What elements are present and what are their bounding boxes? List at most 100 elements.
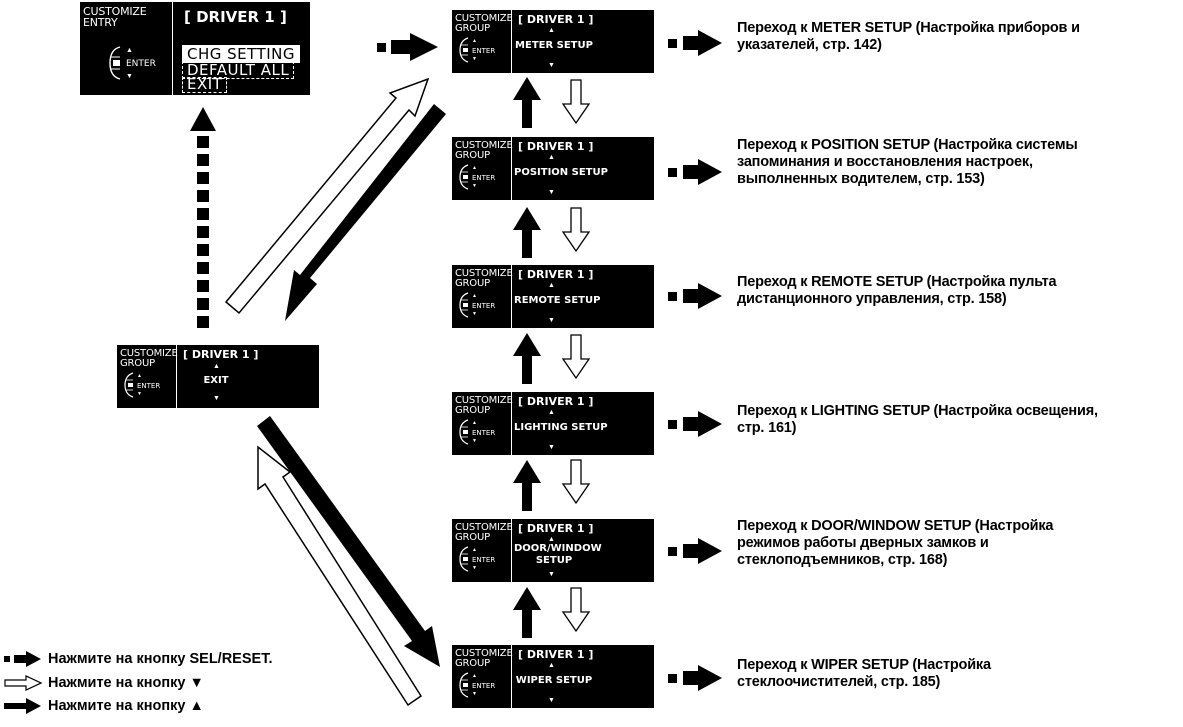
description-line: стр. 161) [737, 420, 797, 436]
steering-switch-icon [459, 37, 471, 63]
customize-group-screen: CUSTOMIZE GROUP ▲ ENTER ▼ [ DRIVER 1 ] ▲… [452, 392, 654, 455]
dashed-arrow-entry-to-meter [377, 33, 438, 61]
menu-item-label: POSITION SETUP [514, 167, 608, 178]
option-chg-setting: CHG SETTING [182, 45, 300, 63]
customize-group-screen: CUSTOMIZE GROUP ▲ ENTER ▼ [ DRIVER 1 ] ▲… [452, 519, 654, 582]
steering-switch-icon [459, 164, 471, 190]
description-line: стеклоочистителей, стр. 185) [737, 674, 941, 690]
description-line: Переход к REMOTE SETUP (Настройка пульта [737, 274, 1057, 290]
screen-category: CUSTOMIZE GROUP [455, 268, 513, 289]
steering-switch-icon [459, 292, 471, 318]
legend-label: Нажмите на кнопку SEL/RESET. [48, 651, 273, 667]
customize-group-screen: CUSTOMIZE GROUP ▲ ENTER ▼ [ DRIVER 1 ] ▲… [452, 10, 654, 73]
screen-left-panel [452, 645, 512, 708]
up-triangle-icon: ▲ [548, 536, 555, 543]
enter-label: ENTER [472, 174, 496, 182]
outline-down-arrow [561, 79, 591, 125]
up-triangle-icon: ▲ [213, 363, 220, 370]
customize-group-screen: CUSTOMIZE GROUP ▲ ENTER ▼ [ DRIVER 1 ] ▲… [452, 137, 654, 200]
group-description: Переход к REMOTE SETUP (Настройка пульта… [737, 274, 1177, 308]
screen-category: CUSTOMIZE GROUP [455, 395, 513, 416]
down-triangle-icon: ▼ [213, 395, 220, 402]
dashed-arrow-exit-to-entry [190, 107, 216, 328]
outline-down-arrow [561, 334, 591, 380]
steering-switch-icon [459, 546, 471, 572]
screen-header: [ DRIVER 1 ] [518, 648, 594, 661]
enter-label: ENTER [472, 556, 496, 564]
up-triangle-icon: ▲ [548, 27, 555, 34]
screen-left-panel [452, 519, 512, 582]
steering-switch-icon [124, 372, 136, 398]
enter-label: ENTER [472, 429, 496, 437]
down-triangle-icon: ▼ [548, 317, 555, 324]
screen-left-panel [452, 137, 512, 200]
description-line: дистанционного управления, стр. 158) [737, 291, 1007, 307]
down-triangle-icon: ▼ [137, 391, 142, 397]
screen-header: [ DRIVER 1 ] [518, 140, 594, 153]
screen-header: [ DRIVER 1 ] [518, 268, 594, 281]
screen-category: CUSTOMIZE GROUP [120, 348, 178, 369]
screen-left-panel [452, 392, 512, 455]
solid-arrow-meter-to-exit [285, 104, 446, 321]
description-line: запоминания и восстановления настроек, [737, 154, 1033, 170]
down-triangle-icon: ▼ [472, 56, 477, 62]
screen-header: [ DRIVER 1 ] [518, 13, 594, 26]
screen-category: CUSTOMIZE GROUP [455, 140, 513, 161]
down-triangle-icon: ▼ [548, 444, 555, 451]
down-triangle-icon: ▼ [472, 311, 477, 317]
solid-arrow-exit-to-wiper [257, 416, 440, 667]
legend-label: Нажмите на кнопку ▼ [48, 675, 204, 691]
outline-arrow-icon [4, 675, 42, 691]
menu-item-label: METER SETUP [515, 40, 593, 51]
description-line: Переход к DOOR/WINDOW SETUP (Настройка [737, 518, 1054, 534]
outline-arrow-wiper-to-exit [257, 445, 423, 707]
description-line: Переход к METER SETUP (Настройка приборо… [737, 20, 1080, 36]
description-line: Переход к POSITION SETUP (Настройка сист… [737, 137, 1078, 153]
down-triangle-icon: ▼ [126, 73, 133, 80]
up-triangle-icon: ▲ [472, 293, 477, 299]
group-description: Переход к LIGHTING SETUP (Настройка осве… [737, 403, 1177, 437]
up-triangle-icon: ▲ [472, 673, 477, 679]
group-description: Переход к POSITION SETUP (Настройка сист… [737, 137, 1177, 188]
description-line: стеклоподъемников, стр. 168) [737, 552, 948, 568]
outline-down-arrow [561, 587, 591, 633]
enter-label: ENTER [472, 47, 496, 55]
menu-item-label: DOOR/WINDOW SETUP [514, 543, 602, 566]
screen-category: CUSTOMIZE ENTRY [83, 5, 147, 29]
vertical-arrows [513, 77, 591, 638]
down-triangle-icon: ▼ [472, 183, 477, 189]
steering-switch-icon [108, 46, 124, 80]
menu-item-label: LIGHTING SETUP [514, 422, 608, 433]
screen-header: [ DRIVER 1 ] [518, 395, 594, 408]
up-triangle-icon: ▲ [548, 662, 555, 669]
down-triangle-icon: ▼ [548, 189, 555, 196]
dashed-arrow-icon [4, 651, 41, 667]
menu-item-label: WIPER SETUP [515, 675, 593, 686]
legend-label: Нажмите на кнопку ▲ [48, 698, 204, 714]
up-triangle-icon: ▲ [126, 47, 133, 54]
legend-row-sel-reset: Нажмите на кнопку SEL/RESET. [4, 651, 272, 667]
down-triangle-icon: ▼ [472, 565, 477, 571]
legend-row-down: Нажмите на кнопку ▼ [4, 675, 204, 691]
customize-entry-screen: CUSTOMIZE ENTRY ▲ ENTER ▼ [ DRIVER 1 ] C… [80, 2, 310, 95]
group-description: Переход к METER SETUP (Настройка приборо… [737, 20, 1177, 54]
screen-left-panel [80, 2, 173, 95]
down-triangle-icon: ▼ [548, 62, 555, 69]
up-triangle-icon: ▲ [472, 165, 477, 171]
screen-header: [ DRIVER 1 ] [184, 8, 287, 26]
up-triangle-icon: ▲ [472, 38, 477, 44]
screen-category: CUSTOMIZE GROUP [455, 648, 513, 669]
dashed-arrows-to-descriptions [668, 30, 722, 691]
customize-group-exit-screen: CUSTOMIZE GROUP ▲ ENTER ▼ [ DRIVER 1 ] ▲… [117, 345, 319, 408]
screen-header: [ DRIVER 1 ] [183, 348, 259, 361]
screen-category: CUSTOMIZE GROUP [455, 522, 513, 543]
down-triangle-icon: ▼ [472, 691, 477, 697]
description-line: выполненных водителем, стр. 153) [737, 171, 985, 187]
menu-item-label: REMOTE SETUP [514, 295, 601, 306]
outline-down-arrow [561, 459, 591, 505]
down-triangle-icon: ▼ [548, 697, 555, 704]
enter-label: ENTER [126, 59, 156, 69]
